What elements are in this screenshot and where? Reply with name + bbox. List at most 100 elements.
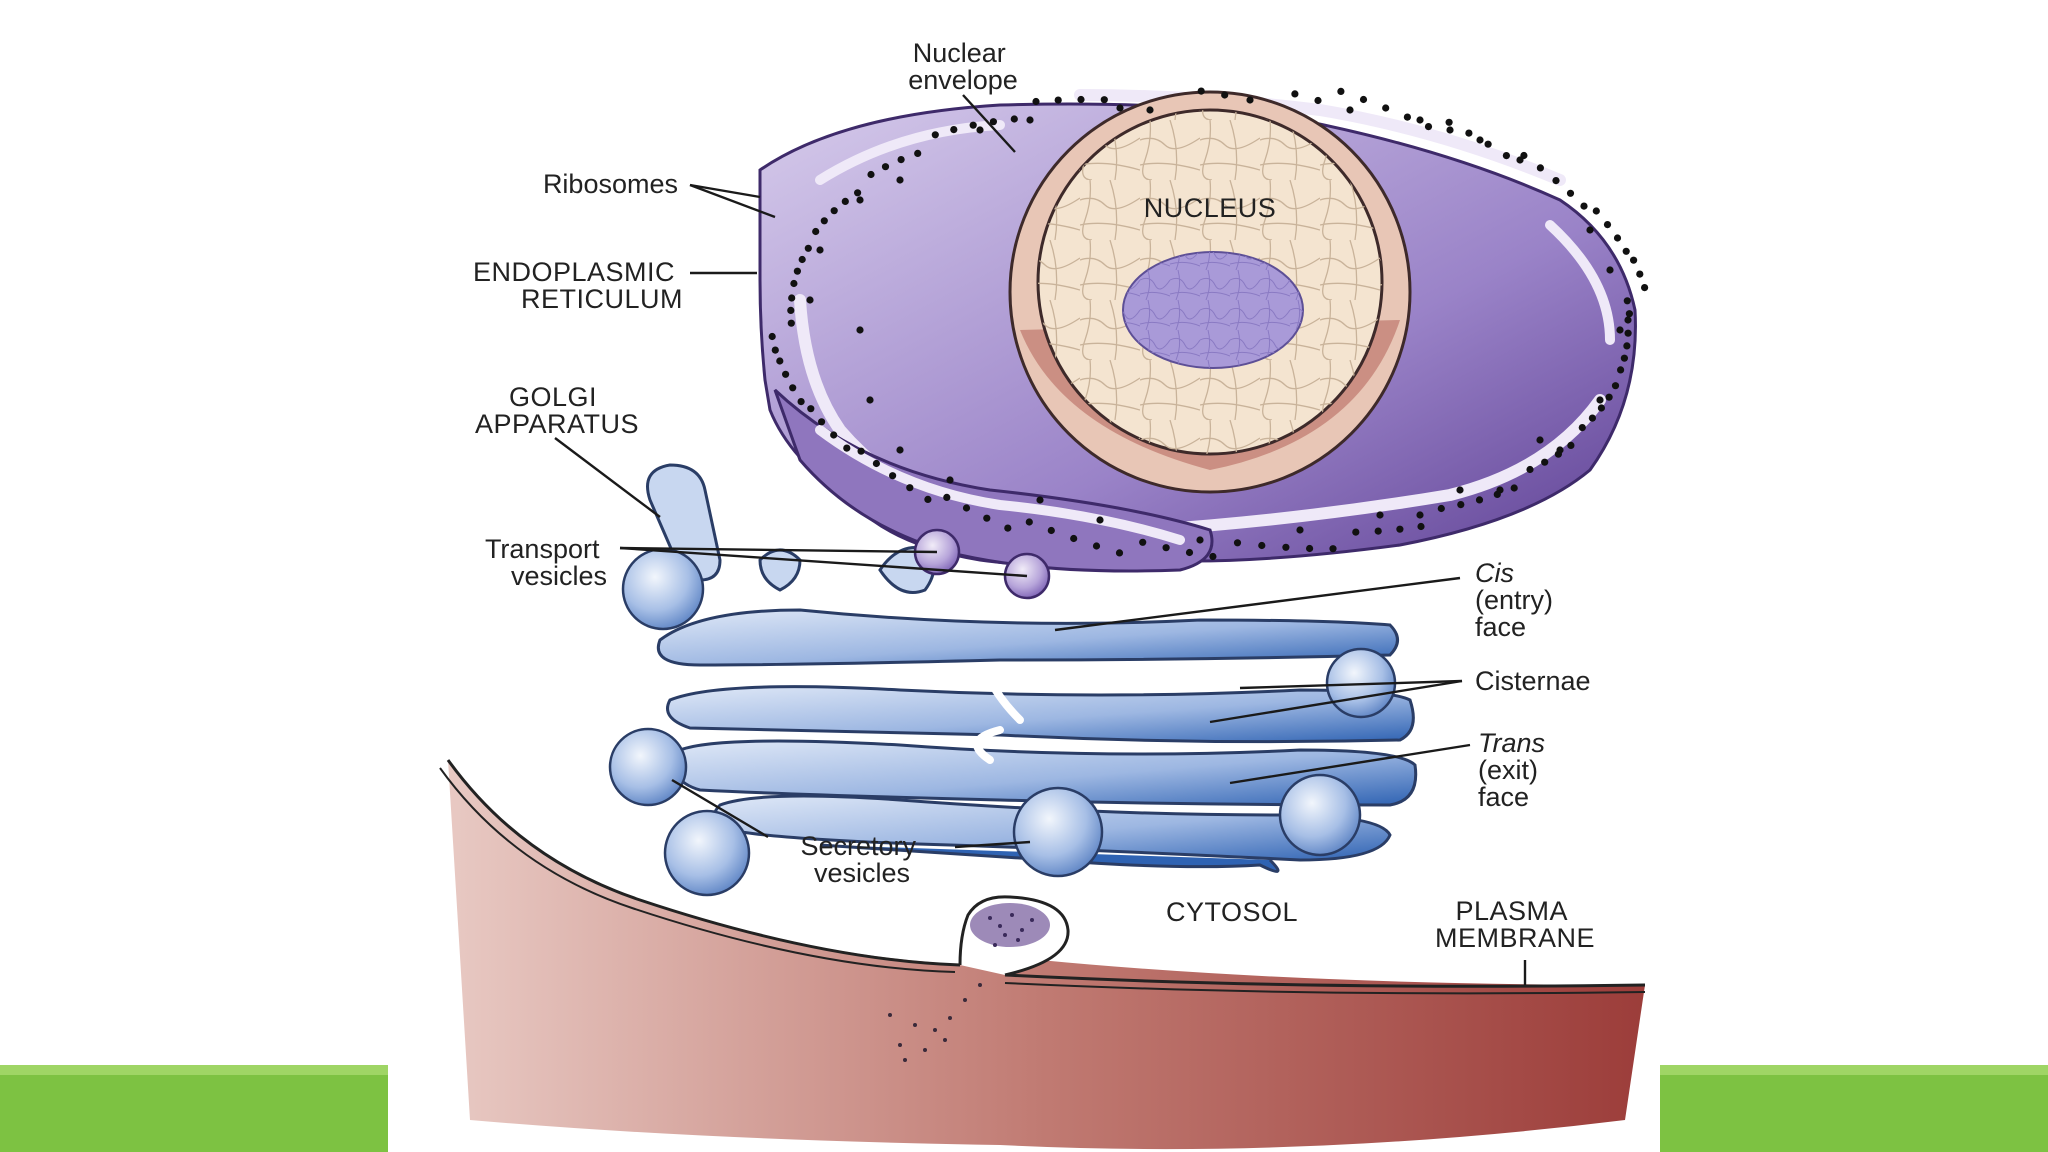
- ribosome-dot: [1446, 126, 1454, 134]
- ribosome-dot: [1139, 538, 1147, 546]
- ribosome-dot: [889, 472, 897, 480]
- ribosome-dot: [797, 398, 805, 406]
- ribosome-dot: [782, 370, 790, 378]
- ribosome-dot: [1641, 284, 1649, 292]
- ribosome-dot: [1541, 458, 1549, 466]
- ribosome-dot: [1624, 316, 1632, 324]
- ribosomes: [768, 87, 1649, 561]
- ribosome-dot: [1185, 548, 1194, 557]
- ribosome-dot: [1437, 504, 1445, 513]
- ribosome-dot: [776, 357, 784, 365]
- ribosome-dot: [1623, 342, 1631, 350]
- secretory-vesicle: [663, 809, 751, 897]
- ribosome-dot: [787, 306, 795, 314]
- ribosome-dot: [1100, 96, 1108, 104]
- plasma-membrane: [439, 759, 1646, 1150]
- ribosome-dot: [1416, 511, 1424, 519]
- ribosome-dot: [1352, 528, 1360, 536]
- ribosome-dot: [1624, 329, 1632, 337]
- ribosome-dot: [983, 514, 991, 522]
- ribosome-dot: [1258, 541, 1266, 550]
- ribosome-dot: [872, 459, 881, 468]
- ribosome-dot: [1096, 516, 1104, 524]
- label-golgi-apparatus: GOLGI APPARATUS: [475, 382, 639, 439]
- ribosome-dot: [771, 346, 779, 354]
- ribosome-dot: [856, 326, 864, 334]
- ribosome-dot: [816, 246, 824, 254]
- ribosome-dot: [1004, 524, 1012, 532]
- ribosome-dot: [789, 384, 797, 392]
- ribosome-dot: [818, 418, 826, 426]
- ribosome-dot: [854, 189, 862, 197]
- ribosome-dot: [1296, 526, 1304, 534]
- ribosome-dot: [1376, 511, 1384, 519]
- ribosome-dot: [1580, 202, 1588, 210]
- ribosome-dot: [1496, 486, 1504, 494]
- label-nuclear-envelope: Nuclear envelope: [908, 38, 1018, 95]
- ribosome-dot: [830, 207, 838, 215]
- ribosome-dot: [1586, 226, 1594, 234]
- ribosome-dot: [1596, 396, 1604, 404]
- ribosome-dot: [866, 396, 874, 404]
- ribosome-dot: [790, 279, 798, 288]
- ribosome-dot: [1403, 113, 1411, 121]
- transport-vesicle: [621, 547, 705, 631]
- ribosome-dot: [1221, 91, 1229, 99]
- ribosome-dot: [1605, 393, 1613, 401]
- ribosome-dot: [1613, 234, 1622, 242]
- label-endoplasmic-reticulum: ENDOPLASMIC RETICULUM: [473, 257, 683, 314]
- ribosome-dot: [1526, 465, 1534, 474]
- ribosome-dot: [1465, 129, 1473, 137]
- ribosome-dot: [946, 476, 954, 484]
- ribosome-dot: [1359, 95, 1368, 104]
- ribosome-dot: [1047, 526, 1055, 535]
- ribosome-dot: [806, 296, 814, 304]
- ribosome-dot: [856, 196, 864, 204]
- ribosome-dot: [1054, 96, 1062, 104]
- ribosome-dot: [1567, 441, 1575, 449]
- ribosome-dot: [812, 227, 820, 236]
- ribosome-dot: [1475, 496, 1484, 504]
- ribosome-dot: [1417, 522, 1425, 531]
- ribosome-dot: [1516, 156, 1524, 164]
- leader-lines: [554, 94, 1471, 849]
- ribosome-dot: [1077, 95, 1085, 104]
- ribosome-dot: [1625, 310, 1633, 318]
- ribosome-dot: [1552, 177, 1560, 185]
- ribosome-dot: [1197, 87, 1205, 95]
- ribosome-dot: [1233, 539, 1242, 547]
- ribosome-dot: [1456, 486, 1464, 494]
- ribosome-dot: [807, 405, 815, 413]
- ribosome-dot: [1209, 552, 1217, 561]
- ribosome-dot: [1592, 207, 1600, 215]
- ribosome-dot: [1536, 436, 1544, 444]
- ribosome-dot: [924, 495, 932, 503]
- ribosome-dot: [896, 176, 904, 184]
- accent-bar-left-top: [0, 1065, 388, 1075]
- ribosome-dot: [843, 444, 851, 452]
- label-ribosomes: Ribosomes: [543, 169, 678, 199]
- ribosome-dot: [1146, 106, 1154, 114]
- label-transport-vesicles: Transport vesicles: [485, 534, 607, 591]
- ribosome-dot: [793, 267, 802, 275]
- ribosome-dot: [1510, 484, 1518, 492]
- ribosome-dot: [1025, 518, 1033, 526]
- ribosome-dot: [830, 431, 838, 439]
- label-nucleus: NUCLEUS: [1144, 193, 1277, 223]
- accent-bar-right-top: [1660, 1065, 2048, 1075]
- label-trans-face: Trans (exit) face: [1478, 728, 1553, 812]
- ribosome-dot: [1556, 446, 1564, 454]
- label-cis-face: Cis (entry) face: [1475, 558, 1561, 642]
- ribosome-dot: [1032, 97, 1040, 106]
- ribosome-dot: [969, 121, 977, 129]
- secretory-vesicle: [1012, 786, 1104, 878]
- ribosome-dot: [804, 244, 812, 252]
- ribosome-dot: [1578, 424, 1586, 432]
- accent-bar-right: [1660, 1065, 2048, 1152]
- ribosome-dot: [1282, 543, 1290, 551]
- ribosome-dot: [962, 504, 971, 512]
- ribosome-dot: [989, 118, 998, 126]
- ribosome-dot: [881, 163, 890, 171]
